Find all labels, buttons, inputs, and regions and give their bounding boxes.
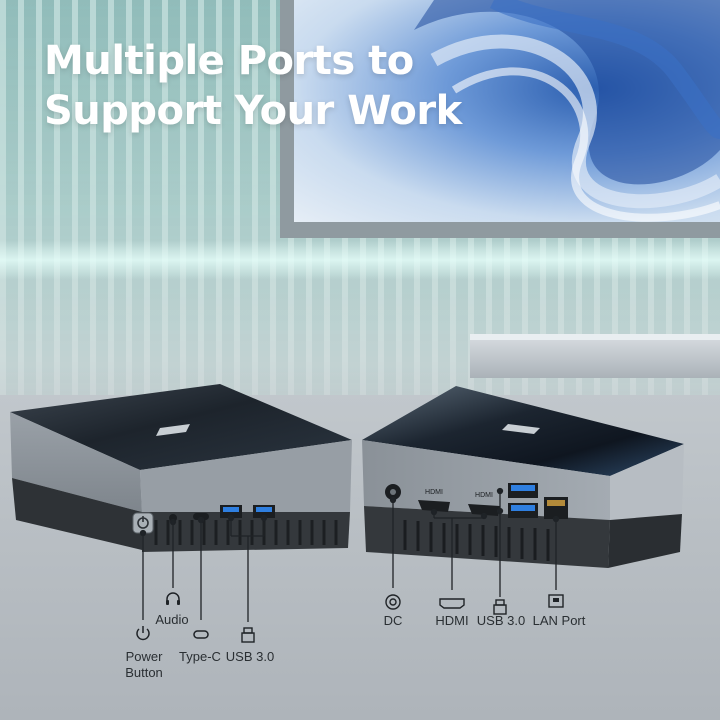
label-lan: LAN Port bbox=[532, 613, 586, 628]
label-audio: Audio bbox=[155, 612, 189, 627]
usb-icon bbox=[493, 599, 507, 615]
dc-icon bbox=[385, 594, 401, 610]
label-power: Power bbox=[125, 649, 163, 664]
headline: Multiple Ports to Support Your Work bbox=[44, 36, 462, 136]
headphones-icon bbox=[166, 592, 180, 605]
usb-port-back-2 bbox=[511, 505, 535, 511]
usb-c-icon bbox=[193, 630, 209, 639]
shelf-top bbox=[470, 334, 720, 340]
backlight-glow bbox=[0, 240, 720, 280]
headline-line-1: Multiple Ports to bbox=[44, 38, 414, 84]
power-icon bbox=[136, 626, 150, 641]
monitor-wallpaper bbox=[294, 0, 720, 222]
label-usb-back: USB 3.0 bbox=[476, 613, 526, 628]
brand-logo bbox=[156, 424, 190, 436]
type-c-port bbox=[193, 513, 209, 520]
usb-port-front-2 bbox=[256, 507, 272, 512]
usb-port-back-1 bbox=[511, 485, 535, 491]
label-dc: DC bbox=[383, 613, 403, 628]
headline-line-2: Support Your Work bbox=[44, 88, 462, 134]
hdmi-port-2 bbox=[468, 504, 500, 516]
right-mini-pc: HDMI HDMI bbox=[362, 386, 684, 568]
hdmi-icon bbox=[439, 598, 465, 609]
leader-lines bbox=[139, 487, 560, 622]
brand-logo-2 bbox=[502, 424, 540, 434]
label-usb-front: USB 3.0 bbox=[225, 649, 275, 664]
usb-icon bbox=[241, 627, 255, 643]
label-type-c: Type-C bbox=[179, 649, 221, 664]
hdmi-mark-2: HDMI bbox=[475, 492, 493, 499]
label-hdmi: HDMI bbox=[435, 613, 469, 628]
usb-port-front-1 bbox=[223, 507, 239, 512]
hdmi-mark-1: HDMI bbox=[425, 489, 443, 496]
shelf bbox=[470, 334, 720, 378]
hdmi-port-1 bbox=[418, 500, 450, 512]
left-mini-pc bbox=[10, 384, 352, 552]
lan-icon bbox=[548, 594, 564, 608]
label-power-line-2: Button bbox=[125, 665, 163, 680]
